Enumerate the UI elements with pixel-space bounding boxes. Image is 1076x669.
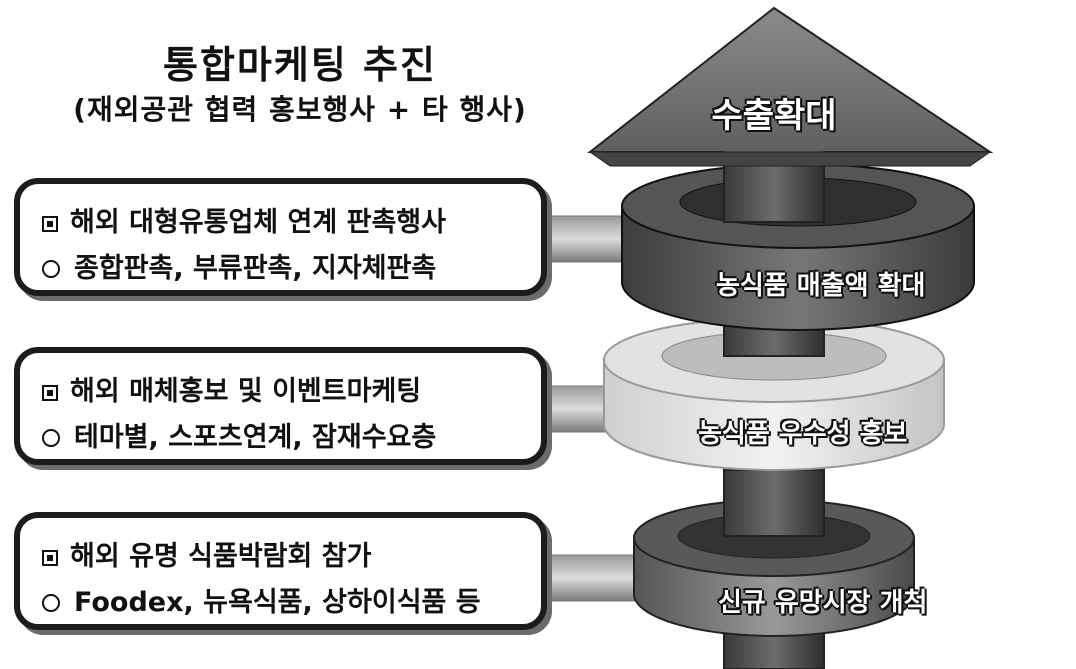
circle-bullet-icon xyxy=(42,594,60,612)
strategy-box-2: 해외 매체홍보 및 이벤트마케팅 테마별, 스포츠연계, 잠재수요층 xyxy=(14,347,547,465)
ring-label-bottom: 신규 유망시장 개척 xyxy=(718,588,928,618)
ring-label-middle: 농식품 우수성 홍보 xyxy=(698,419,908,449)
filled-square-bullet-icon xyxy=(42,550,58,566)
circle-bullet-icon xyxy=(42,429,60,447)
diagram-title: 통합마케팅 추진 xyxy=(163,43,437,87)
box-detail: Foodex, 뉴욕식품, 상하이식품 등 xyxy=(74,587,481,618)
box-heading: 해외 대형유통업체 연계 판촉행사 xyxy=(70,207,446,238)
ring-top xyxy=(621,149,975,331)
circle-bullet-icon xyxy=(42,260,60,278)
box-heading: 해외 유명 식품박람회 참가 xyxy=(70,541,372,572)
filled-square-bullet-icon xyxy=(42,385,58,401)
diagram-subtitle: (재외공관 협력 홍보행사 + 타 행사) xyxy=(73,93,527,126)
strategy-box-3: 해외 유명 식품박람회 참가 Foodex, 뉴욕식품, 상하이식품 등 xyxy=(14,512,547,630)
box-detail: 테마별, 스포츠연계, 잠재수요층 xyxy=(74,422,437,453)
ring-bottom xyxy=(633,469,915,637)
box-heading: 해외 매체홍보 및 이벤트마케팅 xyxy=(70,376,422,407)
box-detail: 종합판촉, 부류판촉, 지자체판촉 xyxy=(74,253,437,284)
filled-square-bullet-icon xyxy=(42,216,58,232)
strategy-box-1: 해외 대형유통업체 연계 판촉행사 종합판촉, 부류판촉, 지자체판촉 xyxy=(14,178,547,296)
arrow-label: 수출확대 xyxy=(711,96,837,136)
ring-label-top: 농식품 매출액 확대 xyxy=(716,271,926,301)
